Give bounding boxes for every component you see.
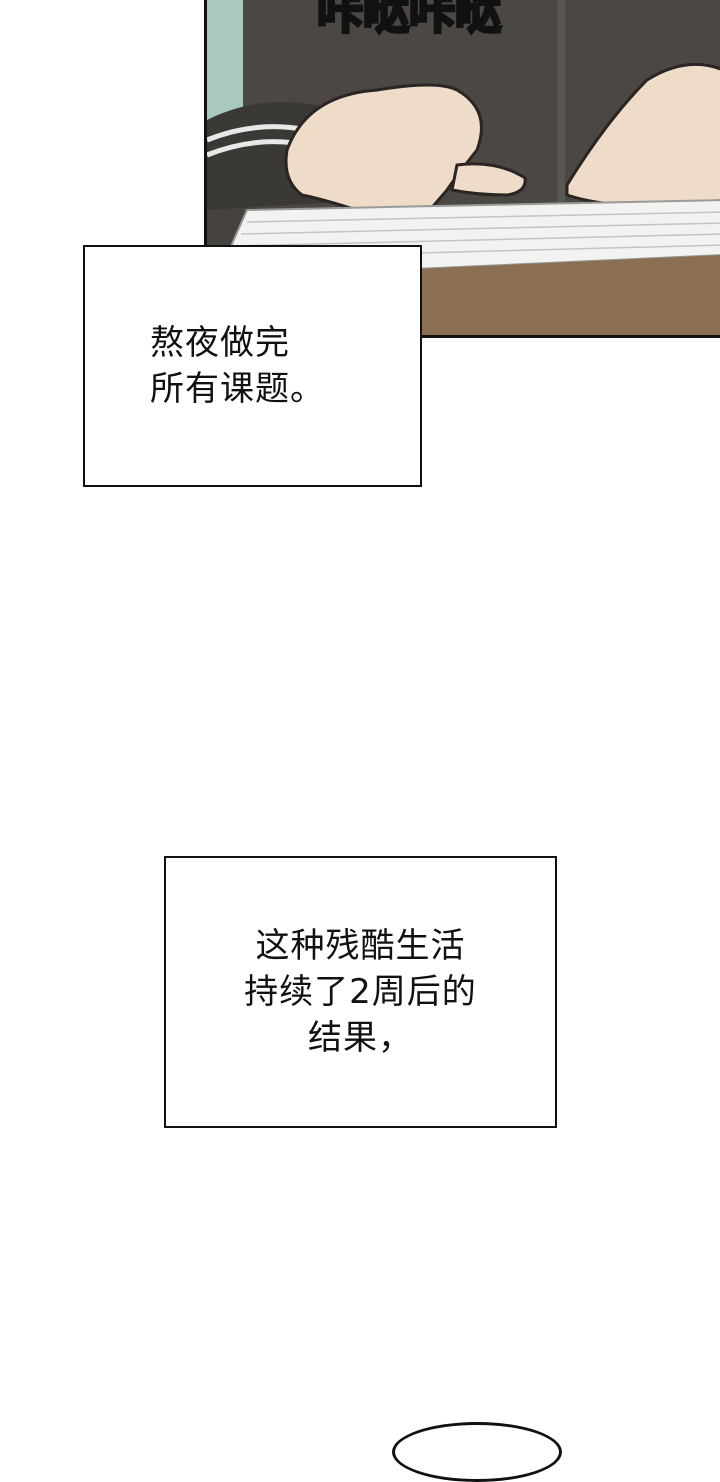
caption-1-lines: 熬夜做完 所有课题。 [150, 322, 325, 410]
caption-1-line-2: 所有课题。 [150, 369, 325, 409]
caption-2-line-1: 这种残酷生活 [255, 926, 466, 966]
caption-2-line-3: 结果， [307, 1018, 413, 1058]
left-thumb [450, 162, 527, 197]
left-hand [284, 83, 483, 228]
sound-effect-text: 咔哒咔哒 [317, 0, 501, 39]
monitor-edge [557, 0, 565, 210]
speech-bubble-edge [392, 1422, 562, 1482]
typing-illustration: 咔哒咔哒 [207, 0, 720, 335]
caption-box-1: 熬夜做完 所有课题。 [83, 245, 422, 487]
caption-box-2: 这种残酷生活 持续了2周后的 结果， [164, 856, 557, 1128]
comic-panel-typing: 咔哒咔哒 [204, 0, 720, 338]
caption-2-lines: 这种残酷生活 持续了2周后的 结果， [244, 925, 477, 1059]
caption-1-line-1: 熬夜做完 [150, 323, 290, 363]
caption-2-line-2: 持续了2周后的 [244, 972, 477, 1012]
